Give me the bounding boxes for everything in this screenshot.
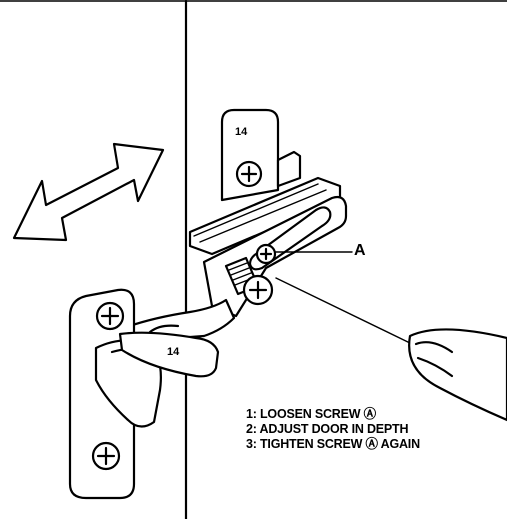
double-arrow-icon — [12, 142, 165, 242]
instruction-step-3: 3: TIGHTEN SCREW Ⓐ AGAIN — [246, 437, 420, 451]
adjustment-slot — [248, 206, 332, 271]
hinge-arm-band — [118, 331, 220, 378]
instruction-step-1: 1: LOOSEN SCREW Ⓐ — [246, 407, 376, 421]
instruction-step-2: 2: ADJUST DOOR IN DEPTH — [246, 422, 409, 436]
plate-part-number: 14 — [235, 126, 248, 138]
arm-part-number: 14 — [167, 346, 180, 358]
instructions-block: 1: LOOSEN SCREW Ⓐ 2: ADJUST DOOR IN DEPT… — [246, 407, 420, 452]
plate-clip — [276, 150, 302, 188]
screwdriver-shaft — [275, 277, 413, 345]
screwdriver-handle — [408, 328, 507, 422]
mounting-plate — [220, 108, 280, 202]
callout-a-label: A — [354, 242, 366, 259]
